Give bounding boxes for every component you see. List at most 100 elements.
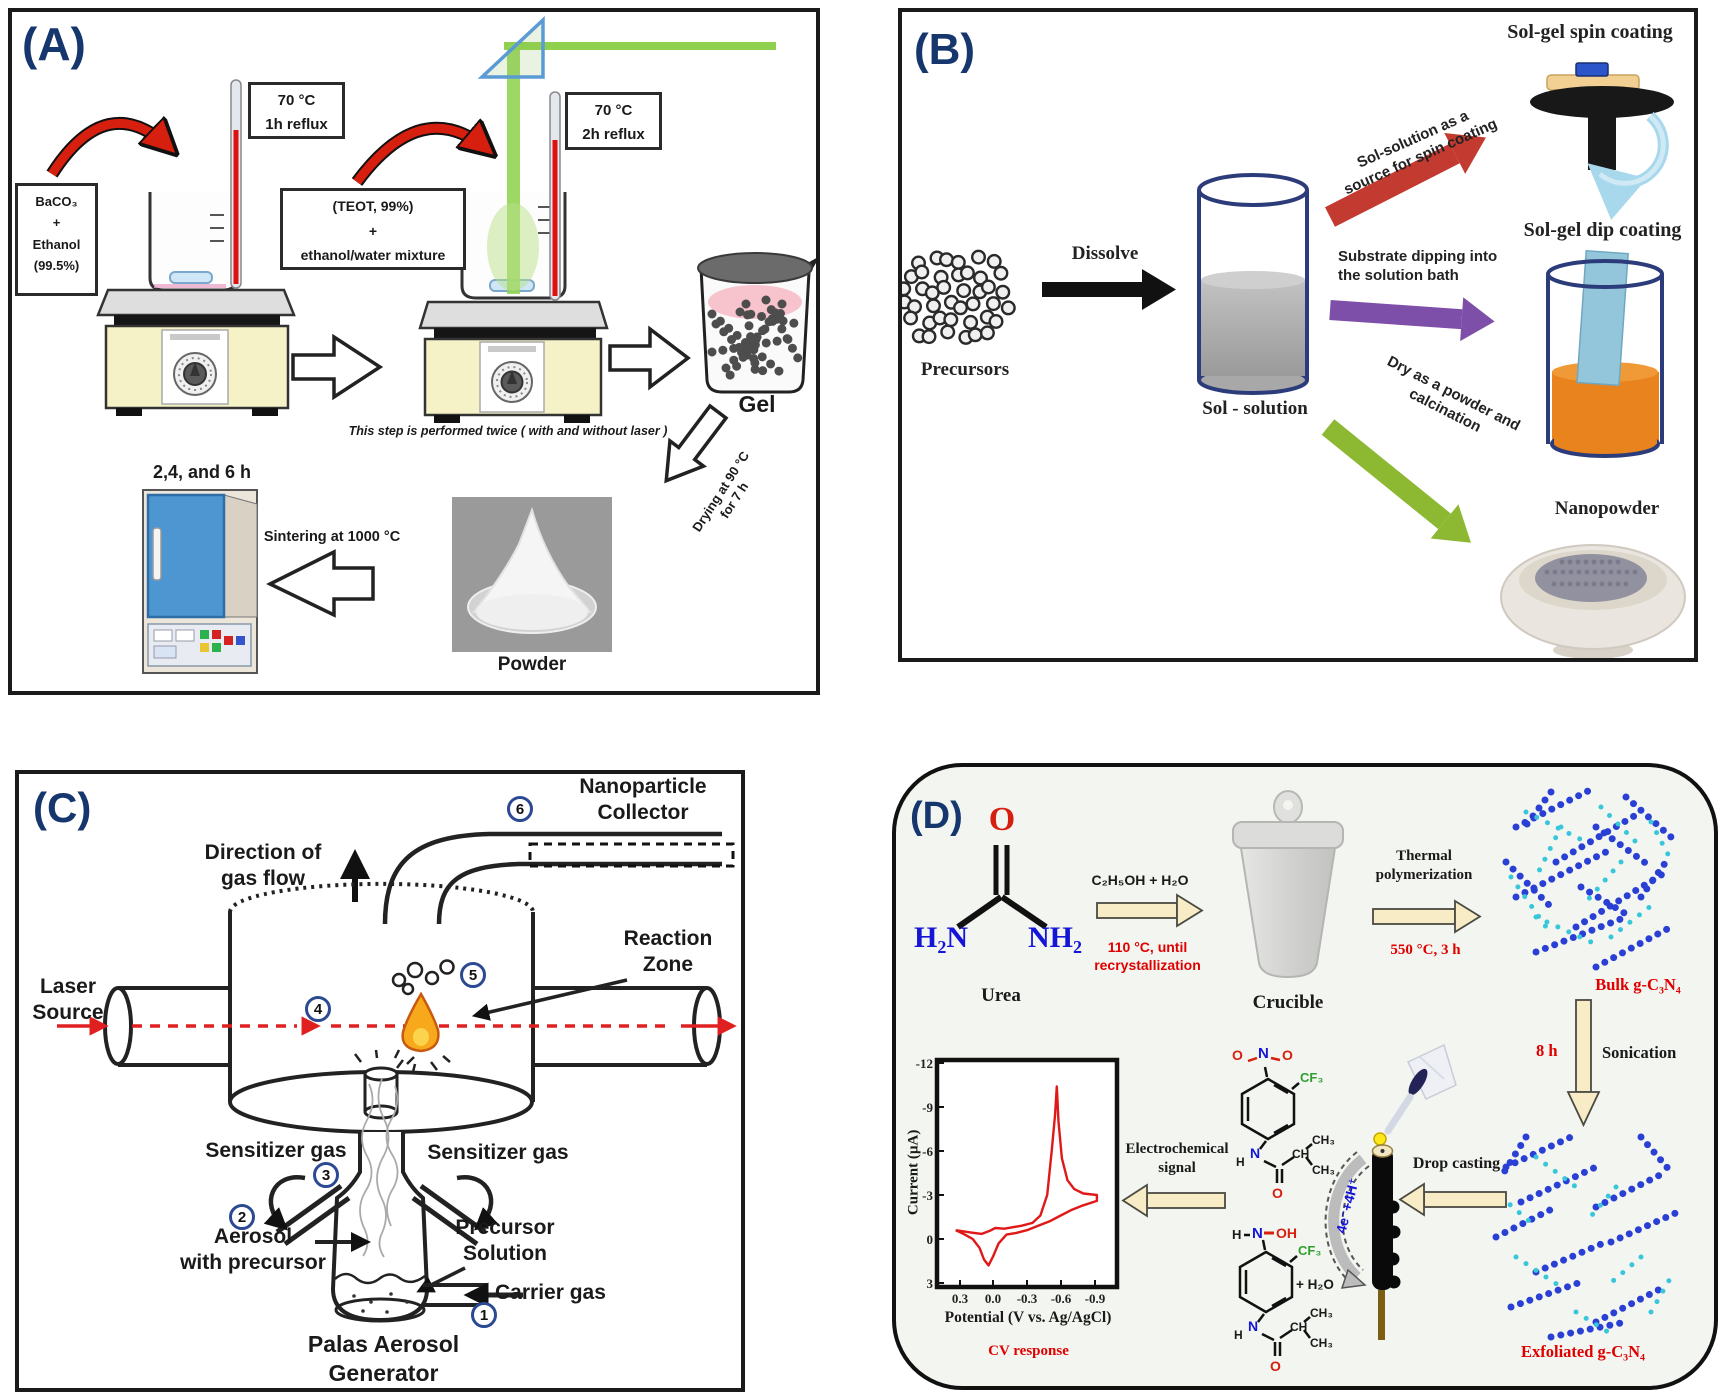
cv-ytick: -9 <box>922 1100 933 1115</box>
urea-name: Urea <box>981 985 1021 1006</box>
powder-photo <box>452 497 612 652</box>
cv-ylabel: Current (µA) <box>905 1129 922 1216</box>
liquid-surface <box>334 1272 426 1285</box>
cv-xtick: 0.3 <box>952 1291 969 1306</box>
panel-a-drawing <box>46 15 816 674</box>
mol1-amide-n: N <box>1250 1145 1261 1161</box>
dip-beaker <box>1546 249 1664 458</box>
mol2-bonds <box>1238 1239 1311 1356</box>
drop-casting-label: Drop casting <box>1412 1155 1501 1172</box>
mol1-bonds <box>1240 1066 1313 1183</box>
spin-route-arrow <box>1325 132 1486 227</box>
sintering-arrow-left <box>266 549 375 618</box>
red-arc-arrow-2 <box>353 128 488 185</box>
urea-bonds <box>956 845 1048 930</box>
crucible-label: Crucible <box>1252 992 1324 1013</box>
mol1-ch3-a: CH₃ <box>1312 1133 1335 1147</box>
twice-note: This step is performed twice ( with and … <box>348 424 668 438</box>
panel-c-label: (C) <box>33 784 92 831</box>
step-4-badge: 4 <box>305 996 331 1022</box>
beaker-1 <box>148 192 239 292</box>
reagent-box-teot: (TEOT, 99%) + ethanol/water mixture <box>280 188 466 270</box>
urea-amine-left: H₂N <box>914 921 968 954</box>
crucible-icon <box>1232 790 1344 979</box>
hotplate-stirrer-2 <box>418 300 609 423</box>
stir-bar-1 <box>169 271 213 284</box>
powder-label: Powder <box>497 654 567 675</box>
exfoliated-gcn-network <box>1492 1133 1682 1341</box>
cv-ytick: -3 <box>922 1188 933 1203</box>
mol2-carbonyl-o: O <box>1270 1358 1281 1374</box>
mol1-ch: CH <box>1292 1147 1310 1161</box>
generator-label: Palas Aerosol Generator <box>307 1331 460 1386</box>
cv-ticks <box>937 1062 1096 1287</box>
sonication-label: Sonication <box>1602 1043 1677 1062</box>
precursor-solution-label: Precursor Solution <box>455 1216 555 1266</box>
panel-b-drawing <box>902 62 1686 658</box>
cast-drop <box>1373 1132 1387 1146</box>
mol1-n: N <box>1258 1045 1269 1062</box>
step-1-badge: 1 <box>471 1302 497 1328</box>
panel-a-label: (A) <box>22 18 86 70</box>
drop-casting-arrow <box>1398 1182 1507 1217</box>
collector-label: Nanoparticle Collector <box>579 775 707 825</box>
gel-network <box>707 295 805 383</box>
mol1-ch3-b: CH₃ <box>1312 1163 1335 1177</box>
water-label: + H₂O <box>1296 1277 1334 1292</box>
step2-conditions: 550 °C, 3 h <box>1390 942 1461 958</box>
dip-note: Substrate dipping into the solution bath <box>1338 248 1498 284</box>
thermometer-1 <box>230 79 242 289</box>
reagent-box-baco3: BaCO₃ + Ethanol (99.5%) <box>15 183 98 296</box>
sensitizer-flow-left <box>263 1175 306 1231</box>
sintering-label: Sintering at 1000 °C <box>263 529 401 545</box>
collector-filter <box>528 842 735 868</box>
precursors-label: Precursors <box>920 359 1010 380</box>
reflux-box-1: 70 °C 1h reflux <box>248 82 345 139</box>
mol2-oh: OH <box>1276 1225 1297 1241</box>
gas-flow-label: Direction of gas flow <box>204 841 322 891</box>
panel-b-label: (B) <box>914 25 976 74</box>
mol2-ch3-a: CH₃ <box>1310 1306 1333 1320</box>
sensitizer-right-label: Sensitizer gas <box>427 1141 569 1164</box>
panel-d-drawing: -12 -9 -6 -3 0 3 0.3 0.0 -0.3 -0.6 -0.9 <box>916 783 1682 1356</box>
urea-amine-right: NH₂ <box>1028 921 1082 954</box>
cv-ytick: 3 <box>927 1276 934 1291</box>
nozzle <box>354 1049 415 1120</box>
nanoparticle-bubbles <box>391 959 455 996</box>
thermal-polymerization-arrow <box>1372 899 1482 934</box>
sinter-time-label: 2,4, and 6 h <box>152 462 252 482</box>
electro-signal-label: Electrochemical signal <box>1125 1141 1229 1176</box>
mol1-no2-bonds <box>1247 1056 1281 1063</box>
cv-xtick: 0.0 <box>985 1291 1001 1306</box>
mol2-ch: CH <box>1290 1320 1308 1334</box>
mol1-carbonyl-o: O <box>1272 1185 1283 1201</box>
sonication-arrow <box>1566 999 1601 1128</box>
mol2-cf3: CF₃ <box>1298 1243 1322 1258</box>
nanopowder-mortar <box>1500 544 1686 658</box>
laser-source-label: Laser Source <box>32 975 104 1025</box>
mol1-o-left: O <box>1232 1047 1243 1063</box>
cv-caption: CV response <box>988 1343 1069 1359</box>
carrier-gas-label: Carrier gas <box>495 1281 606 1304</box>
powder-route-arrow <box>1321 419 1471 543</box>
sonication-time: 8 h <box>1536 1041 1558 1060</box>
flow-arrow-right-2 <box>608 325 691 391</box>
step1-conditions: 110 °C, until recrystallization <box>1094 939 1201 973</box>
cv-ytick: -6 <box>922 1144 933 1159</box>
dip-title: Sol-gel dip coating <box>1523 219 1682 241</box>
mol1-amide-h: H <box>1236 1155 1245 1169</box>
reaction-zone-pointer <box>471 978 628 1021</box>
flame-icon <box>396 991 451 1073</box>
aerosol-generator-vessel <box>330 1078 430 1323</box>
mol2-amide-h: H <box>1234 1328 1243 1342</box>
electro-signal-arrow <box>1121 1183 1226 1218</box>
recrystallization-arrow <box>1096 893 1204 928</box>
step-5-badge: 5 <box>460 962 486 988</box>
reaction-zone-label: Reaction Zone <box>623 927 713 977</box>
bulk-gcn-network <box>1502 783 1675 971</box>
laser-beam <box>487 42 776 294</box>
gel-beaker <box>697 252 816 394</box>
panel-b-sol-gel-routes: (B) Precursors Dissolve Sol - solution S… <box>898 8 1698 662</box>
spin-title: Sol-gel spin coating <box>1507 21 1673 43</box>
